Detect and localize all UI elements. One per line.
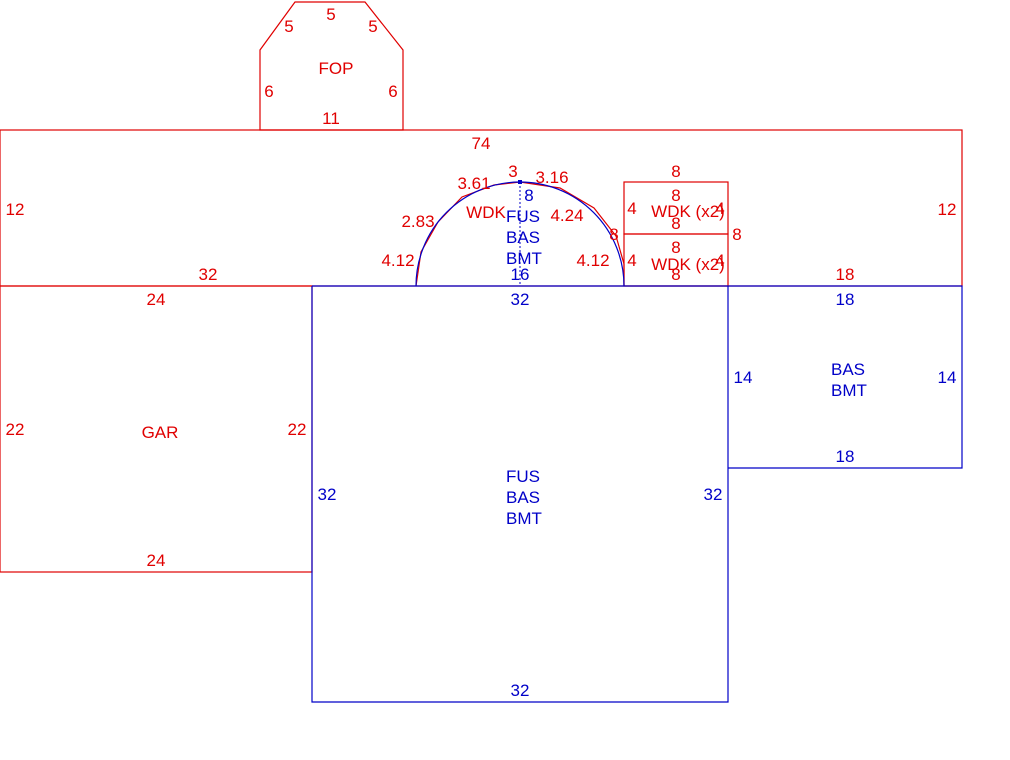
right-block-dim-top: 18 xyxy=(836,290,855,309)
semicircle-dim-g: 8 xyxy=(609,225,618,244)
fop-dim-top-left: 5 xyxy=(284,17,293,36)
right-block-area-line1: BAS xyxy=(831,360,865,379)
semicircle-dim-f: 4.24 xyxy=(550,206,583,225)
fop-dim-top-right: 5 xyxy=(368,17,377,36)
center-area-line2: BAS xyxy=(506,488,540,507)
main-strip-dim-bottom-right: 18 xyxy=(836,265,855,284)
semicircle-dim-e: 3.16 xyxy=(535,168,568,187)
center-area-line3: BMT xyxy=(506,509,542,528)
fop-dim-bottom: 11 xyxy=(322,109,340,128)
wdk-lower-dim-right: 4 xyxy=(715,251,724,270)
semicircle-area-line1: FUS xyxy=(506,207,540,226)
center-dim-right: 32 xyxy=(704,485,723,504)
right-block-dim-bottom: 18 xyxy=(836,447,855,466)
main-strip-dim-bottom-left: 32 xyxy=(199,265,218,284)
fop-dim-top: 5 xyxy=(326,5,335,24)
semicircle-area-line3: BMT xyxy=(506,249,542,268)
wdk-lower-label: WDK (x2) xyxy=(651,255,725,274)
right-block-area-line2: BMT xyxy=(831,381,867,400)
center-block-outline xyxy=(311,286,729,703)
main-strip-dim-left: 12 xyxy=(6,200,25,219)
semicircle-dim-d: 3 xyxy=(508,162,517,181)
semicircle-dim-b: 2.83 xyxy=(401,212,434,231)
wdk-lower-dim-bottom: 8 xyxy=(671,265,680,284)
wdk-upper-dim-top: 8 xyxy=(671,162,680,181)
wdk-upper-dim-left: 4 xyxy=(627,199,636,218)
center-dim-bottom: 32 xyxy=(511,681,530,700)
wdk-lower-dim-top-2: 8 xyxy=(671,238,680,257)
main-strip-dim-top: 74 xyxy=(472,134,491,153)
fop-dim-left: 6 xyxy=(264,82,273,101)
wdk-upper-dim-bottom: 8 xyxy=(671,186,680,205)
wdk-upper-dim-right: 4 xyxy=(715,199,724,218)
wdk-upper-label: WDK (x2) xyxy=(651,202,725,221)
garage-dim-right: 22 xyxy=(288,420,307,439)
right-block-outline xyxy=(728,285,963,469)
main-strip-dim-right: 12 xyxy=(938,200,957,219)
fop-dim-right: 6 xyxy=(388,82,397,101)
garage-dim-top: 24 xyxy=(147,290,166,309)
semicircle-wdk-label: WDK xyxy=(466,203,506,222)
garage-dim-bottom: 24 xyxy=(147,551,166,570)
semicircle-dim-a: 4.12 xyxy=(381,251,414,270)
semicircle-dim-c: 3.61 xyxy=(457,174,490,193)
center-area-line1: FUS xyxy=(506,467,540,486)
wdk-lower-dim-outer-right: 8 xyxy=(732,225,741,244)
right-block-dim-right: 14 xyxy=(938,368,957,387)
semicircle-dim-base: 16 xyxy=(511,265,530,284)
semicircle-area-line2: BAS xyxy=(506,228,540,247)
center-dim-left: 32 xyxy=(318,485,337,504)
semicircle-center-marker xyxy=(518,180,522,184)
garage-dim-left: 22 xyxy=(6,420,25,439)
right-block-dim-left: 14 xyxy=(734,368,753,387)
center-dim-top: 32 xyxy=(511,290,530,309)
semicircle-dim-i: 8 xyxy=(524,186,533,205)
fop-label: FOP xyxy=(319,59,354,78)
semicircle-dim-h: 4.12 xyxy=(576,251,609,270)
wdk-lower-dim-top: 8 xyxy=(671,214,680,233)
garage-label: GAR xyxy=(142,423,179,442)
wdk-lower-dim-left: 4 xyxy=(627,251,636,270)
